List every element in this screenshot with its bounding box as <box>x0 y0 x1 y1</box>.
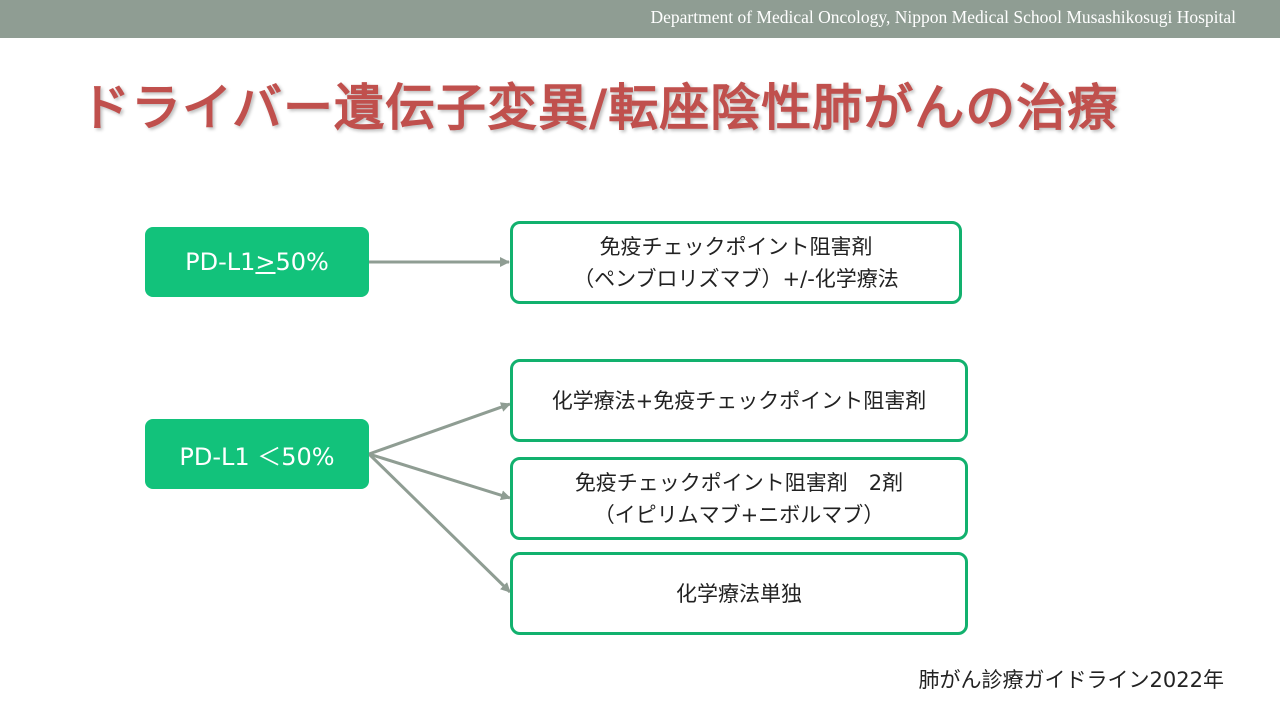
treatment-chemo-ici-box: 化学療法+免疫チェックポイント阻害剤 <box>510 359 968 442</box>
arrow-low-to-chemo-only <box>367 452 512 594</box>
arrow-low-to-dual-ici <box>368 452 511 501</box>
treatment-chemo-only-line1: 化学療法単独 <box>676 581 802 606</box>
arrow-low-to-chemo-ici <box>368 402 511 456</box>
treatment-dual-ici-line1: 免疫チェックポイント阻害剤 2剤 <box>574 470 904 495</box>
institution-name: Department of Medical Oncology, Nippon M… <box>650 7 1236 27</box>
pdl1-high-suffix: 50% <box>275 248 329 276</box>
treatment-dual-ici-line2: （イピリムマブ+ニボルマブ） <box>593 502 885 527</box>
header-bar: Department of Medical Oncology, Nippon M… <box>0 0 1280 38</box>
treatment-pembro-box: 免疫チェックポイント阻害剤 （ペンブロリズマブ）+/-化学療法 <box>510 221 962 304</box>
pdl1-high-node: PD-L1>50% <box>145 227 369 297</box>
pdl1-high-prefix: PD-L1 <box>185 248 256 276</box>
treatment-chemo-ici-line1: 化学療法+免疫チェックポイント阻害剤 <box>551 388 927 413</box>
guideline-source: 肺がん診療ガイドライン2022年 <box>918 668 1224 692</box>
pdl1-high-symbol: > <box>255 248 276 276</box>
pdl1-low-label: PD-L1 ＜50% <box>179 442 335 471</box>
pdl1-low-node: PD-L1 ＜50% <box>145 419 369 489</box>
treatment-chemo-only-box: 化学療法単独 <box>510 552 968 635</box>
treatment-pembro-line2: （ペンブロリズマブ）+/-化学療法 <box>573 266 899 291</box>
treatment-pembro-line1: 免疫チェックポイント阻害剤 <box>599 234 873 259</box>
slide-title: ドライバー遺伝子変異/転座陰性肺がんの治療 <box>80 79 1119 137</box>
treatment-dual-ici-box: 免疫チェックポイント阻害剤 2剤 （イピリムマブ+ニボルマブ） <box>510 457 968 540</box>
